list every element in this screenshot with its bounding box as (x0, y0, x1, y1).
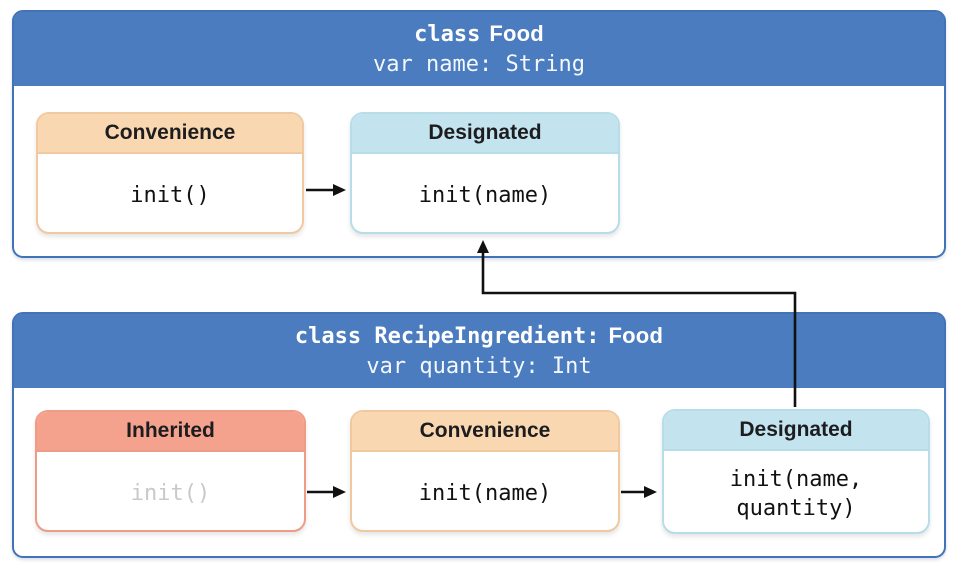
food-class-header: class Food var name: String (14, 12, 944, 86)
recipe-class-title: class RecipeIngredient: Food (295, 322, 663, 351)
recipe-designated-label: Designated (739, 418, 853, 441)
recipe-convenience-init-box: Convenience init(name) (350, 410, 620, 532)
recipe-class-header: class RecipeIngredient: Food var quantit… (14, 314, 944, 388)
food-convenience-init-signature: init() (130, 182, 210, 208)
recipe-inherited-init-signature: init() (130, 480, 211, 506)
food-convenience-label: Convenience (104, 121, 236, 144)
food-convenience-init-box: Convenience init() (36, 112, 304, 234)
recipe-ingredient-class-container: class RecipeIngredient: Food var quantit… (12, 312, 946, 558)
recipe-class-keyword: class RecipeIngredient: (294, 323, 600, 349)
recipe-inherited-label: Inherited (126, 419, 215, 442)
food-convenience-box-header: Convenience (38, 114, 302, 154)
food-designated-box-header: Designated (352, 114, 618, 154)
food-class-property: var name: String (373, 51, 585, 77)
recipe-designated-box-header: Designated (664, 411, 928, 451)
recipe-superclass-name: Food (608, 322, 664, 348)
recipe-designated-init-signature: init(name, quantity) (729, 466, 863, 521)
food-class-container: class Food var name: String Convenience … (12, 10, 946, 258)
recipe-class-property: var quantity: Int (366, 353, 592, 379)
recipe-convenience-label: Convenience (419, 419, 551, 442)
recipe-convenience-box-header: Convenience (352, 412, 618, 452)
food-designated-label: Designated (428, 121, 542, 144)
food-class-name: Food (489, 20, 544, 46)
recipe-designated-init-box: Designated init(name, quantity) (662, 409, 930, 534)
food-designated-init-box: Designated init(name) (350, 112, 620, 234)
food-designated-init-signature: init(name) (418, 182, 552, 208)
recipe-convenience-init-signature: init(name) (418, 480, 552, 506)
food-class-keyword: class (414, 21, 481, 47)
recipe-inherited-box-header: Inherited (37, 412, 304, 452)
recipe-inherited-init-box: Inherited init() (35, 410, 306, 532)
food-class-title: class Food (414, 20, 544, 49)
